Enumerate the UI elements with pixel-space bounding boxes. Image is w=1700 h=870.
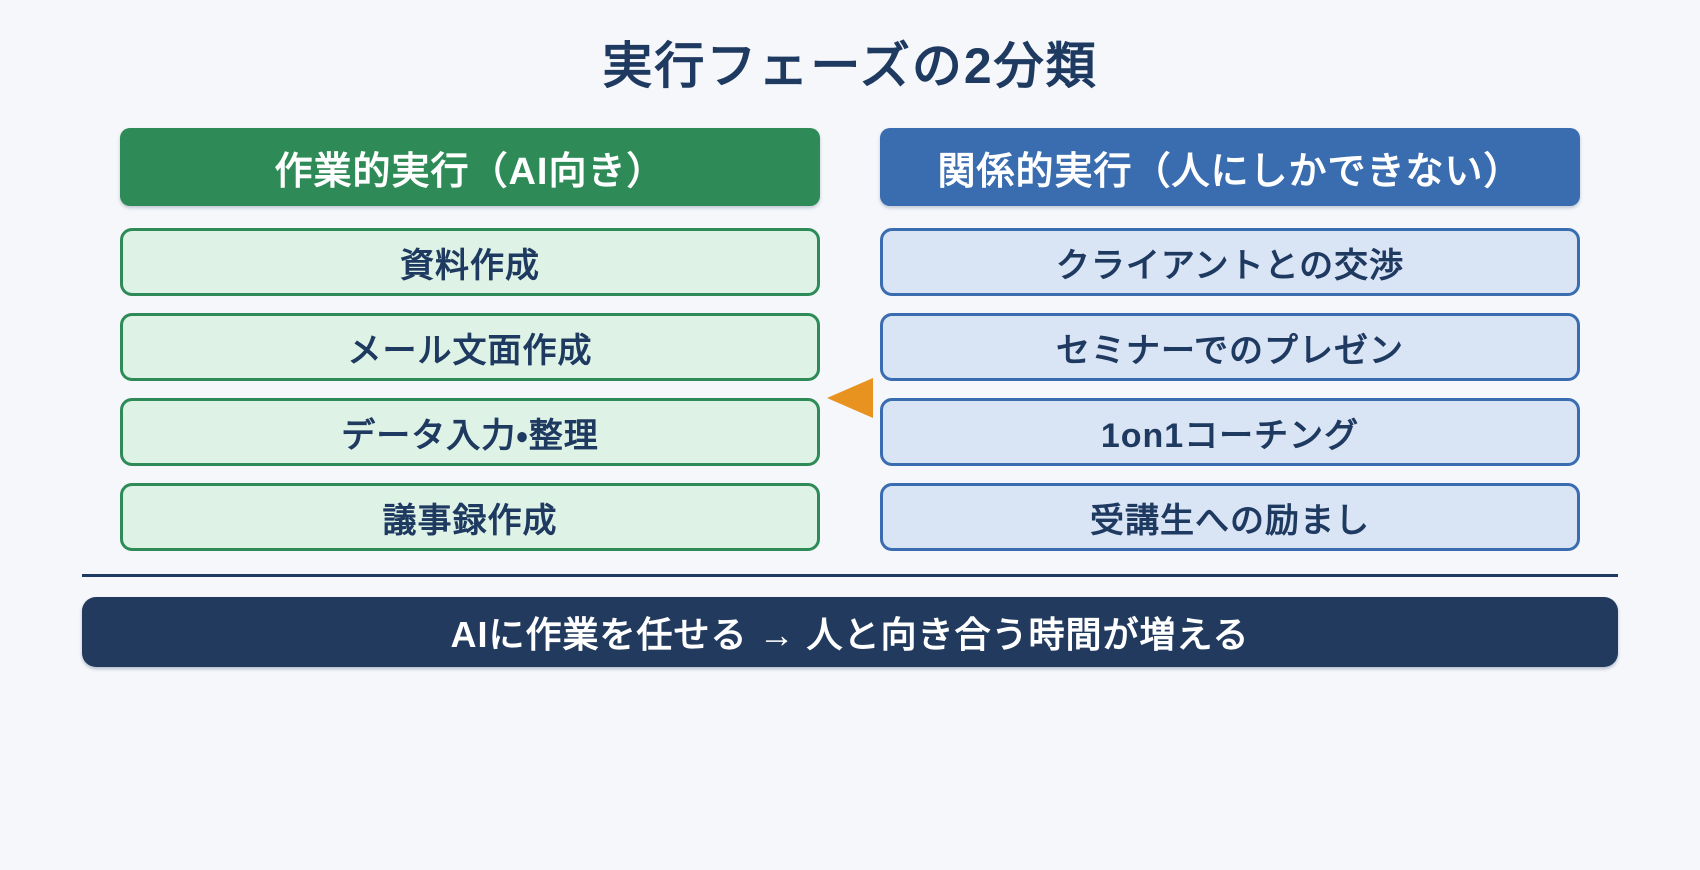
- task-execution-header: 作業的実行（AI向き）: [120, 128, 820, 206]
- task-item: 資料作成: [120, 228, 820, 296]
- summary-text: AIに作業を任せる → 人と向き合う時間が増える: [450, 614, 1250, 655]
- left-arrow-icon: [827, 378, 873, 418]
- relational-item: クライアントとの交渉: [880, 228, 1580, 296]
- divider-line: [82, 574, 1618, 577]
- column-task-execution: 作業的実行（AI向き） 資料作成 メール文面作成 データ入力・整理 議事録作成: [120, 128, 820, 568]
- column-relational-execution: 関係的実行（人にしかできない） クライアントとの交渉 セミナーでのプレゼン 1o…: [880, 128, 1580, 568]
- task-item: メール文面作成: [120, 313, 820, 381]
- relational-item: 受講生への励まし: [880, 483, 1580, 551]
- summary-banner: AIに作業を任せる → 人と向き合う時間が増える: [82, 597, 1618, 667]
- relational-item: 1on1コーチング: [880, 398, 1580, 466]
- relational-item: セミナーでのプレゼン: [880, 313, 1580, 381]
- task-item: 議事録作成: [120, 483, 820, 551]
- task-item: データ入力・整理: [120, 398, 820, 466]
- relational-execution-header: 関係的実行（人にしかできない）: [880, 128, 1580, 206]
- page-title: 実行フェーズの2分類: [602, 38, 1098, 94]
